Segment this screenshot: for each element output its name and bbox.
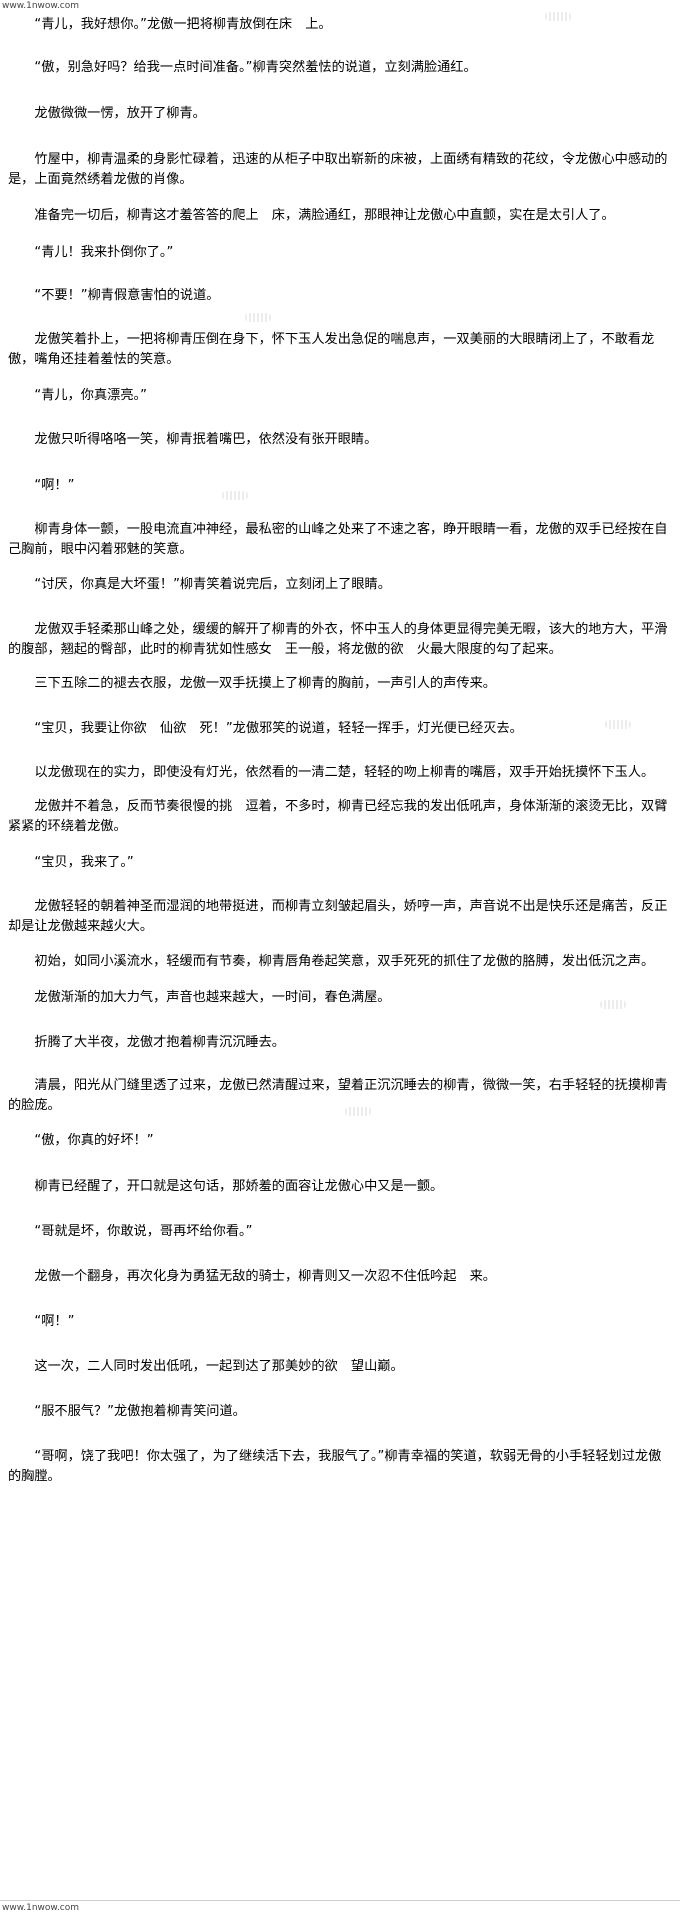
paragraph: 初始，如同小溪流水，轻缓而有节奏，柳青唇角卷起笑意，双手死死的抓住了龙傲的胳膊，… [34,954,655,969]
paragraph: 龙傲轻轻的朝着神圣而湿润的地带挺进，而柳青立刻皱起眉头，娇哼一声，声音说不出是快… [8,899,668,934]
paragraph: “青儿！我来扑倒你了。” [34,245,174,260]
paragraph: “青儿，我好想你。”龙傲一把将柳青放倒在床 上。 [34,17,332,32]
paragraph: “傲，你真的好坏！” [34,1133,154,1148]
paragraph: “服不服气？”龙傲抱着柳青笑问道。 [34,1404,246,1419]
paragraph: 龙傲渐渐的加大力气，声音也越来越大，一时间，春色满屋。 [34,990,391,1005]
paragraph: 折腾了大半夜，龙傲才抱着柳青沉沉睡去。 [34,1035,285,1050]
paragraph: 龙傲并不着急，反而节奏很慢的挑 逗着，不多时，柳青已经忘我的发出低吼声，身体渐渐… [8,799,668,834]
site-watermark-top: www.1nwow.com [2,1,80,11]
paragraph: 以龙傲现在的实力，即使没有灯光，依然看的一清二楚，轻轻的吻上柳青的嘴唇，双手开始… [34,765,655,780]
faint-watermark-mark [605,720,631,729]
paragraph: “哥啊，饶了我吧！你太强了，为了继续活下去，我服气了。”柳青幸福的笑道，软弱无骨… [8,1449,662,1484]
faint-watermark-mark [545,12,571,21]
paragraph: 龙傲笑着扑上，一把将柳青压倒在身下，怀下玉人发出急促的喘息声，一双美丽的大眼睛闭… [8,332,655,367]
paragraph: “讨厌，你真是大坏蛋！”柳青笑着说完后，立刻闭上了眼睛。 [34,577,391,592]
paragraph: 柳青身体一颤，一股电流直冲神经，最私密的山峰之处来了不速之客，睁开眼睛一看，龙傲… [8,522,668,557]
paragraph: “傲，别急好吗？给我一点时间准备。”柳青突然羞怯的说道，立刻满脸通红。 [34,60,477,75]
site-watermark-bottom: www.1nwow.com [2,1903,80,1913]
footer-divider [0,1900,680,1901]
paragraph: “啊！” [34,478,75,493]
paragraph: “宝贝，我要让你欲 仙欲 死！”龙傲邪笑的说道，轻轻一挥手，灯光便已经灭去。 [34,721,523,736]
article-body: “青儿，我好想你。”龙傲一把将柳青放倒在床 上。 “傲，别急好吗？给我一点时间准… [8,9,672,1487]
paragraph: “宝贝，我来了。” [34,855,134,870]
paragraph: 这一次，二人同时发出低吼，一起到达了那美妙的欲 望山巅。 [34,1359,404,1374]
faint-watermark-mark [345,1107,371,1116]
faint-watermark-mark [222,491,248,500]
faint-watermark-mark [245,313,271,322]
paragraph: 龙傲一个翻身，再次化身为勇猛无敌的骑士，柳青则又一次忍不住低吟起 来。 [34,1269,496,1284]
paragraph: “哥就是坏，你敢说，哥再坏给你看。” [34,1224,253,1239]
paragraph: 龙傲微微一愣，放开了柳青。 [34,106,206,121]
paragraph: 龙傲只听得咯咯一笑，柳青抿着嘴巴，依然没有张开眼睛。 [34,432,378,447]
paragraph: “青儿，你真漂亮。” [34,388,147,403]
paragraph: 准备完一切后，柳青这才羞答答的爬上 床，满脸通红，那眼神让龙傲心中直颤，实在是太… [34,208,615,223]
paragraph: “不要！”柳青假意害怕的说道。 [34,288,220,303]
paragraph: 三下五除二的褪去衣服，龙傲一双手抚摸上了柳青的胸前，一声引人的声传来。 [34,676,496,691]
paragraph: “啊！” [34,1314,75,1329]
paragraph: 柳青已经醒了，开口就是这句话，那娇羞的面容让龙傲心中又是一颤。 [34,1179,444,1194]
paragraph: 竹屋中，柳青温柔的身影忙碌着，迅速的从柜子中取出崭新的床被，上面绣有精致的花纹，… [8,152,668,187]
paragraph: 清晨，阳光从门缝里透了过来，龙傲已然清醒过来，望着正沉沉睡去的柳青，微微一笑，右… [8,1078,668,1113]
faint-watermark-mark [600,1000,626,1009]
paragraph: 龙傲双手轻柔那山峰之处，缓缓的解开了柳青的外衣，怀中玉人的身体更显得完美无暇，该… [8,622,668,657]
